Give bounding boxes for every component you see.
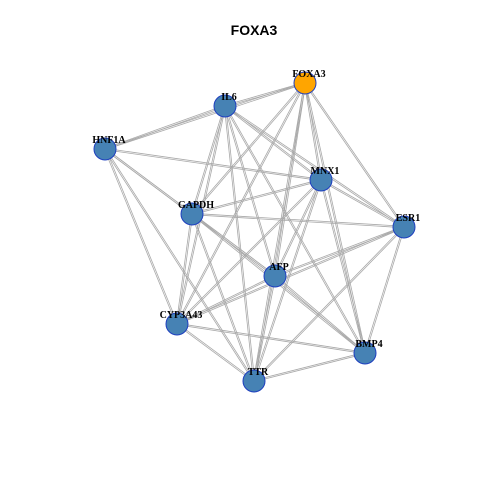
edge-bmp4-ttr (253, 351, 365, 381)
edge-afp-cyp3a43 (176, 275, 275, 324)
edge-foxa3-mnx1 (303, 83, 321, 181)
edge-bmp4-ttr (254, 353, 366, 383)
node-gapdh[interactable] (180, 202, 204, 226)
edge-cyp3a43-bmp4 (177, 322, 366, 353)
edge-gapdh-afp (191, 214, 275, 277)
edge-mnx1-gapdh (192, 180, 322, 216)
edge-esr1-bmp4 (363, 226, 404, 353)
edge-il6-afp (223, 106, 275, 277)
node-label-cyp3a43: CYP3A43 (160, 310, 203, 321)
edge-esr1-ttr (253, 226, 404, 381)
edge-mnx1-esr1 (321, 179, 405, 227)
edge-cyp3a43-ttr (177, 323, 255, 381)
edge-cyp3a43-ttr (176, 324, 254, 382)
edge-il6-bmp4 (225, 105, 366, 353)
edge-esr1-afp (275, 227, 405, 278)
edge-mnx1-cyp3a43 (176, 179, 321, 324)
edge-mnx1-ttr (254, 180, 323, 382)
node-label-il6: IL6 (221, 92, 237, 103)
edge-il6-gapdh (190, 105, 225, 214)
edge-mnx1-gapdh (191, 178, 321, 214)
edge-foxa3-esr1 (304, 83, 404, 228)
node-label-hnf1a: HNF1A (92, 135, 126, 146)
edge-afp-ttr (254, 276, 277, 382)
edge-il6-hnf1a (104, 104, 225, 149)
edge-gapdh-ttr (192, 213, 256, 381)
node-label-esr1: ESR1 (396, 213, 420, 224)
edge-esr1-cyp3a43 (177, 227, 405, 326)
edge-hnf1a-cyp3a43 (103, 149, 177, 325)
node-layer (93, 71, 416, 393)
edge-gapdh-esr1 (191, 214, 404, 229)
edge-afp-bmp4 (275, 275, 366, 353)
edge-mnx1-afp (274, 179, 321, 276)
node-label-gapdh: GAPDH (178, 200, 214, 211)
edge-foxa3-mnx1 (305, 82, 323, 180)
edge-il6-ttr (223, 106, 254, 382)
edge-il6-esr1 (224, 106, 404, 228)
edge-hnf1a-ttr (104, 149, 254, 382)
edge-il6-esr1 (225, 105, 405, 227)
edge-gapdh-esr1 (192, 212, 405, 227)
node-mnx1[interactable] (309, 168, 333, 192)
node-il6[interactable] (213, 94, 237, 118)
node-ttr[interactable] (242, 369, 266, 393)
node-label-mnx1: MNX1 (311, 166, 340, 177)
edge-afp-ttr (252, 275, 275, 381)
edge-foxa3-esr1 (305, 82, 405, 227)
edge-mnx1-bmp4 (321, 179, 367, 353)
edge-il6-hnf1a (105, 106, 226, 151)
node-foxa3[interactable] (293, 71, 317, 95)
edge-foxa3-hnf1a (105, 83, 306, 151)
edge-esr1-ttr (254, 227, 405, 382)
node-label-ttr: TTR (248, 367, 269, 378)
edge-mnx1-afp (275, 180, 322, 277)
node-afp[interactable] (263, 264, 287, 288)
node-label-afp: AFP (269, 262, 288, 273)
node-cyp3a43[interactable] (165, 312, 189, 336)
edge-hnf1a-ttr (105, 148, 255, 381)
edge-gapdh-cyp3a43 (177, 214, 194, 325)
edge-esr1-cyp3a43 (176, 225, 404, 324)
edge-gapdh-cyp3a43 (175, 213, 192, 324)
edge-gapdh-ttr (190, 214, 254, 382)
edge-esr1-afp (274, 225, 404, 276)
edge-hnf1a-cyp3a43 (105, 148, 179, 324)
edge-mnx1-cyp3a43 (177, 180, 322, 325)
edge-il6-mnx1 (224, 106, 321, 181)
edge-foxa3-gapdh (192, 83, 306, 215)
edge-il6-ttr (225, 105, 256, 381)
edge-cyp3a43-bmp4 (176, 324, 365, 355)
edge-afp-cyp3a43 (177, 276, 276, 325)
node-hnf1a[interactable] (93, 137, 117, 161)
edge-foxa3-bmp4 (305, 82, 367, 353)
edge-layer (103, 81, 406, 383)
edge-foxa3-il6 (224, 81, 305, 106)
node-label-foxa3: FOXA3 (292, 69, 325, 80)
edge-foxa3-hnf1a (104, 81, 305, 149)
node-esr1[interactable] (392, 215, 416, 239)
node-label-bmp4: BMP4 (355, 339, 382, 350)
edge-foxa3-ttr (252, 82, 305, 381)
edge-afp-bmp4 (274, 276, 365, 354)
edge-foxa3-cyp3a43 (177, 83, 306, 325)
edge-il6-afp (225, 105, 277, 276)
edge-hnf1a-mnx1 (105, 147, 322, 180)
edge-esr1-bmp4 (365, 227, 406, 354)
diagram-title: FOXA3 (231, 22, 278, 38)
node-bmp4[interactable] (353, 341, 377, 365)
edge-foxa3-afp (275, 83, 307, 277)
edge-hnf1a-mnx1 (104, 149, 321, 182)
edge-mnx1-bmp4 (319, 180, 365, 354)
edge-foxa3-cyp3a43 (176, 82, 305, 324)
edge-mnx1-ttr (252, 179, 321, 381)
edge-gapdh-afp (192, 213, 276, 276)
edge-mnx1-esr1 (320, 180, 404, 228)
edge-il6-bmp4 (224, 106, 365, 354)
